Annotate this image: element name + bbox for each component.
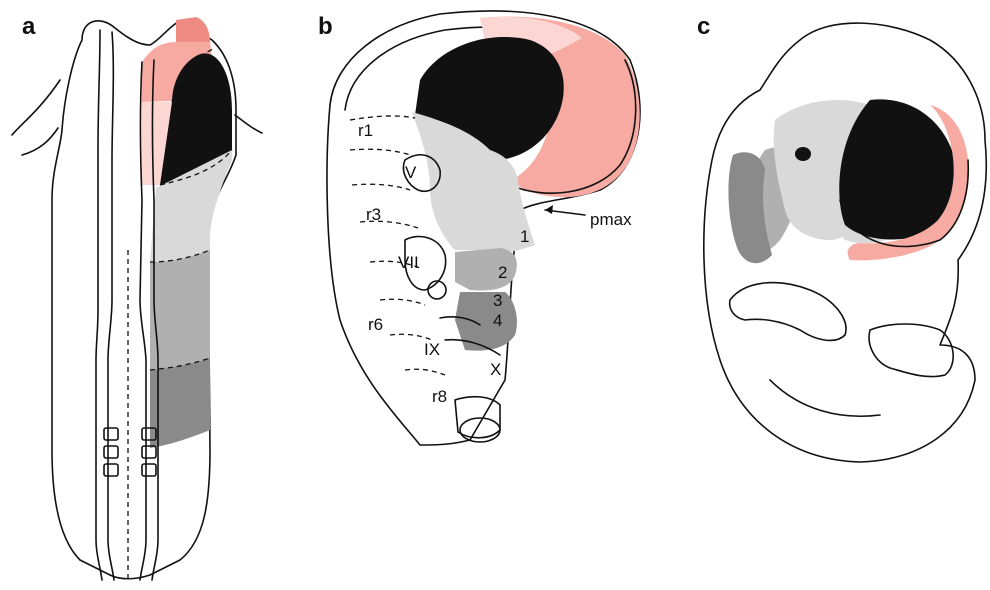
spinal-cord-tube: [455, 397, 500, 438]
panel-c-letter: c: [697, 13, 710, 40]
panel-b-letter: b: [318, 13, 333, 40]
rhombomere-boundary: [380, 299, 425, 305]
label-arch-1: 1: [520, 227, 529, 246]
panel-c: c: [697, 13, 986, 462]
left-head-fold: [12, 80, 60, 135]
somite: [142, 464, 156, 476]
segment-dark-gray: [150, 358, 210, 448]
right-head-fold: [235, 115, 262, 133]
label-nerve-X: X: [490, 360, 501, 379]
label-nerve-V: V: [405, 163, 417, 182]
rhombomere-boundary: [352, 184, 410, 190]
label-r8: r8: [432, 387, 447, 406]
somite: [104, 428, 118, 440]
arch-2-mid-gray: [455, 248, 517, 290]
somite: [142, 446, 156, 458]
segment-mid-gray: [150, 250, 210, 370]
label-arch-4: 4: [493, 311, 502, 330]
neural-fold-left-outer: [96, 30, 102, 580]
panel-b: b: [318, 11, 640, 445]
hindlimb: [869, 324, 953, 377]
label-arch-2: 2: [498, 263, 507, 282]
label-arch-3: 3: [493, 291, 502, 310]
eye-spot: [795, 147, 811, 161]
somite: [104, 464, 118, 476]
label-r6: r6: [368, 315, 383, 334]
neural-fold-left-inner: [108, 32, 114, 580]
segment-pink-dark: [176, 17, 210, 42]
somite: [104, 446, 118, 458]
rhombomere-boundary: [405, 369, 445, 375]
forelimb: [730, 283, 846, 341]
label-nerve-VII: VII: [398, 253, 419, 272]
pmax-arrowhead: [545, 205, 553, 214]
label-pmax: pmax: [590, 210, 632, 229]
somites: [104, 428, 156, 476]
rhombomere-boundary: [350, 116, 415, 120]
label-r1: r1: [358, 121, 373, 140]
panel-a-letter: a: [22, 13, 36, 40]
body-curve: [770, 380, 880, 416]
panel-a: a: [12, 13, 262, 580]
label-nerve-IX: IX: [424, 340, 440, 359]
label-r3: r3: [366, 205, 381, 224]
left-head-fold-inner: [22, 128, 58, 155]
arch-3-4-dark-gray: [455, 292, 517, 351]
forebrain-black: [839, 99, 956, 239]
rhombomere-boundary: [350, 149, 410, 155]
